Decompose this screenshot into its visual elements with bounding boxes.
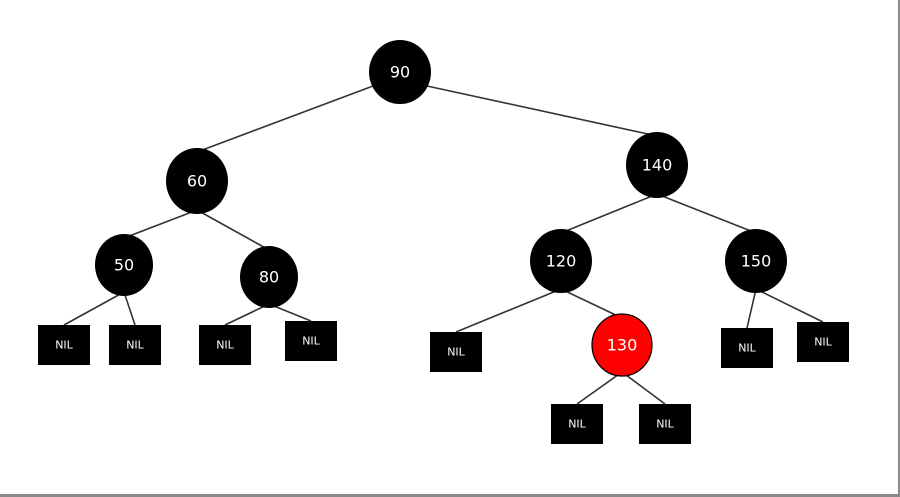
edge-n90-n60 xyxy=(196,85,374,153)
edge-n140-n150 xyxy=(656,193,757,234)
node-label: 50 xyxy=(114,256,134,275)
tree-node-120: 120 xyxy=(530,229,592,293)
node-circle xyxy=(166,148,228,214)
nil-label: NIL xyxy=(216,339,234,352)
tree-node-90: 90 xyxy=(369,40,431,104)
node-label: 130 xyxy=(607,336,638,355)
node-label: 90 xyxy=(390,63,410,82)
nil-label: NIL xyxy=(656,418,674,431)
node-label: 140 xyxy=(642,156,673,175)
node-circle xyxy=(626,132,688,198)
node-circle xyxy=(725,229,787,293)
nil-leaf: NIL xyxy=(285,321,337,361)
nil-leaf: NIL xyxy=(797,322,849,362)
nil-box xyxy=(199,325,251,365)
node-circle xyxy=(591,313,653,377)
edge-n150-nil150b xyxy=(755,288,824,323)
nil-leaf: NIL xyxy=(109,325,161,365)
node-label: 150 xyxy=(741,252,772,271)
node-circle xyxy=(240,246,298,308)
tree-node-150: 150 xyxy=(725,229,787,293)
nil-leaf: NIL xyxy=(430,332,482,372)
nil-leaf: NIL xyxy=(639,404,691,444)
edge-n50-nil50b xyxy=(123,291,136,326)
nil-leaf: NIL xyxy=(199,325,251,365)
node-circle xyxy=(369,40,431,104)
nil-box xyxy=(797,322,849,362)
edge-n130-nil130b xyxy=(621,371,666,405)
nil-label: NIL xyxy=(302,335,320,348)
tree-node-80: 80 xyxy=(240,246,298,308)
tree-node-140: 140 xyxy=(626,132,688,198)
nil-label: NIL xyxy=(568,418,586,431)
nil-box xyxy=(285,321,337,361)
nil-label: NIL xyxy=(126,339,144,352)
edge-n60-n80 xyxy=(196,209,270,251)
tree-node-60: 60 xyxy=(166,148,228,214)
nil-label: NIL xyxy=(447,346,465,359)
nil-box xyxy=(38,325,90,365)
edge-n60-n50 xyxy=(123,209,198,239)
tree-node-130: 130 xyxy=(591,313,653,377)
node-label: 120 xyxy=(546,252,577,271)
node-circle xyxy=(95,234,153,296)
edge-n50-nil50a xyxy=(63,291,125,326)
tree-edges xyxy=(63,85,824,405)
edge-n140-n120 xyxy=(560,193,658,234)
node-label: 80 xyxy=(259,268,279,287)
nil-leaf: NIL xyxy=(38,325,90,365)
nil-box xyxy=(109,325,161,365)
nil-label: NIL xyxy=(814,336,832,349)
nil-box xyxy=(551,404,603,444)
node-circle xyxy=(530,229,592,293)
edge-n80-nil80a xyxy=(224,303,270,326)
edge-n150-nil150a xyxy=(746,288,757,329)
nil-box xyxy=(639,404,691,444)
edge-n120-n130 xyxy=(560,288,623,319)
edge-n120-nil120a xyxy=(455,288,562,333)
node-label: 60 xyxy=(187,172,207,191)
tree-node-50: 50 xyxy=(95,234,153,296)
nil-label: NIL xyxy=(738,342,756,355)
nil-leaf: NIL xyxy=(551,404,603,444)
nil-box xyxy=(721,328,773,368)
nil-label: NIL xyxy=(55,339,73,352)
nil-box xyxy=(430,332,482,372)
nil-leaf: NIL xyxy=(721,328,773,368)
edge-n130-nil130a xyxy=(576,371,623,405)
edge-n90-n140 xyxy=(426,85,658,137)
